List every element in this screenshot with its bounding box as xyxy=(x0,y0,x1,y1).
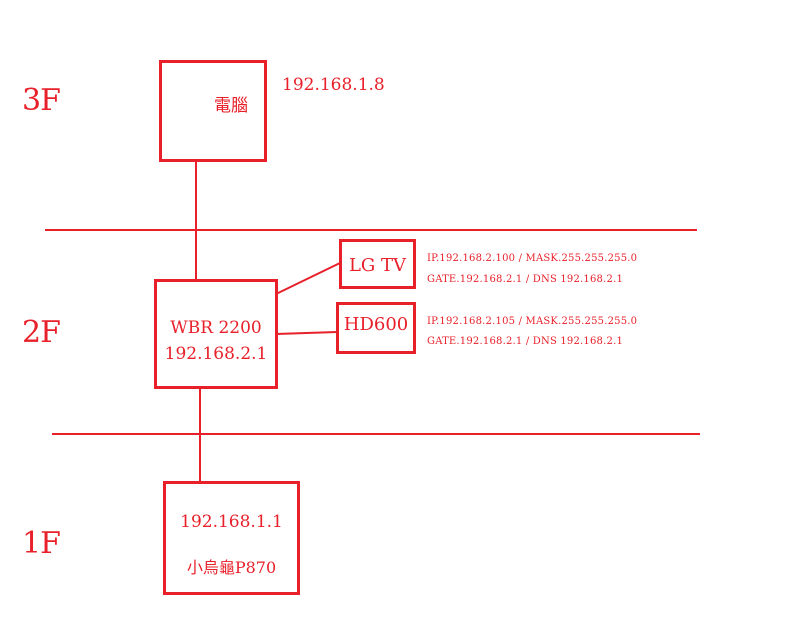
pc-node: 電腦 xyxy=(159,60,267,162)
lgtv-node: LG TV xyxy=(339,239,416,289)
floor-label-3f: 3F xyxy=(22,83,61,118)
hd600-gateway-dns: GATE.192.168.2.1 / DNS 192.168.2.1 xyxy=(427,336,624,347)
wire-router-lgtv xyxy=(275,262,341,295)
floor-label-2f: 2F xyxy=(22,315,61,350)
modem-node: 192.168.1.1 小烏龜P870 xyxy=(163,481,300,595)
lgtv-label: LG TV xyxy=(348,255,407,276)
modem-label: 小烏龜P870 xyxy=(186,558,277,577)
hd600-label: HD600 xyxy=(343,314,409,335)
floor-label-1f: 1F xyxy=(22,526,61,561)
router-name: WBR 2200 xyxy=(170,318,262,338)
pc-label: 電腦 xyxy=(214,96,248,116)
router-node: WBR 2200 192.168.2.1 xyxy=(154,279,278,389)
hd600-node: HD600 xyxy=(336,302,416,354)
lgtv-ip-mask: IP.192.168.2.100 / MASK.255.255.255.0 xyxy=(427,253,638,264)
wire-router-hd600 xyxy=(275,331,338,335)
hd600-ip-mask: IP.192.168.2.105 / MASK.255.255.255.0 xyxy=(427,316,638,327)
router-ip-address: 192.168.2.1 xyxy=(164,344,268,364)
pc-ip-address: 192.168.1.8 xyxy=(282,75,385,95)
modem-ip-address: 192.168.1.1 xyxy=(180,512,283,532)
lgtv-gateway-dns: GATE.192.168.2.1 / DNS 192.168.2.1 xyxy=(427,274,624,285)
